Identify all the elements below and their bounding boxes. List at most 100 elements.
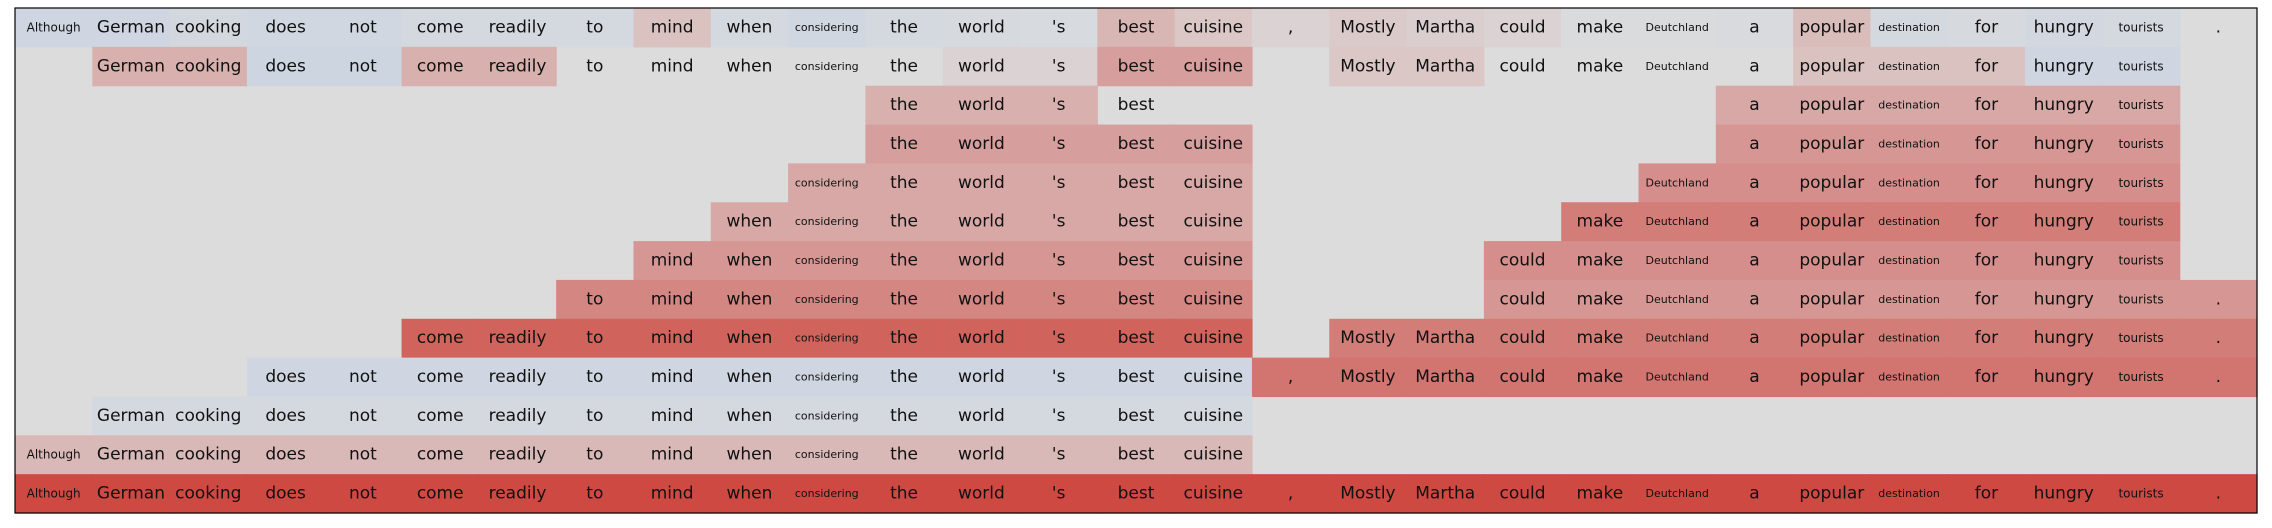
heatmap-cell [942, 396, 1021, 436]
heatmap-cell [1020, 474, 1098, 514]
heatmap-cell [15, 8, 93, 48]
heatmap-cell [1715, 279, 1794, 320]
heatmap-cell [556, 8, 635, 48]
heatmap-cell [1174, 202, 1253, 242]
heatmap-cell [710, 357, 789, 398]
heatmap-cell [556, 357, 635, 398]
token-label: make [1577, 56, 1624, 76]
heatmap-cell [1483, 357, 1562, 398]
token-label: German [97, 17, 165, 37]
heatmap-cell [1947, 163, 2026, 203]
heatmap-cell [1020, 163, 1098, 203]
token-label: considering [795, 254, 859, 267]
token-label: considering [795, 60, 859, 73]
token-label: when [726, 484, 772, 504]
heatmap-cell [1870, 46, 1949, 87]
heatmap-cell [324, 357, 403, 398]
token-label: the [890, 484, 918, 504]
heatmap-cell [865, 318, 944, 359]
heatmap-cell [2025, 202, 2103, 242]
heatmap-cell [1174, 124, 1253, 164]
heatmap-cell [1947, 279, 2026, 320]
token-label: German [97, 445, 165, 465]
heatmap-cell [556, 435, 635, 475]
heatmap-cell [865, 8, 944, 48]
token-label: when [726, 212, 772, 232]
token-label: hungry [2034, 173, 2094, 193]
heatmap-cell [92, 46, 171, 87]
heatmap-cell [92, 8, 171, 48]
heatmap-cell [324, 435, 403, 475]
heatmap-cell [1020, 124, 1098, 164]
heatmap-cell [1483, 318, 1562, 359]
token-label: world [958, 328, 1005, 348]
token-label: a [1749, 328, 1759, 348]
heatmap-cell [942, 318, 1021, 359]
token-label: , [1288, 367, 1293, 387]
heatmap-cell [478, 435, 557, 475]
heatmap-cell [1947, 357, 2026, 398]
heatmap-cell [169, 474, 248, 514]
token-label: readily [489, 484, 547, 504]
token-label: Martha [1415, 56, 1475, 76]
heatmap-cell [1638, 202, 1717, 242]
token-label: 's [1052, 17, 1066, 37]
heatmap-cell [478, 8, 557, 48]
heatmap-cell [1715, 474, 1794, 514]
heatmap-cell [1715, 163, 1794, 203]
token-label: mind [651, 484, 694, 504]
heatmap-cell [1715, 124, 1794, 164]
token-label: Deutchland [1646, 21, 1709, 34]
token-label: hungry [2034, 251, 2094, 271]
token-label: a [1749, 367, 1759, 387]
heatmap-cell [1406, 357, 1485, 398]
token-label: tourists [2118, 292, 2163, 306]
heatmap-cell [1793, 357, 1872, 398]
token-label: considering [795, 409, 859, 422]
token-label: cuisine [1183, 367, 1243, 387]
heatmap-cell [401, 474, 480, 514]
heatmap-cell [633, 435, 712, 475]
heatmap-cell [1638, 163, 1717, 203]
token-label: Deutchland [1646, 176, 1709, 189]
heatmap-cell [1174, 46, 1253, 87]
heatmap-cell [942, 474, 1021, 514]
heatmap-cell [2025, 474, 2103, 514]
heatmap-cell [92, 474, 171, 514]
token-label: Mostly [1340, 17, 1395, 37]
token-label: 's [1052, 251, 1066, 271]
heatmap-cell [1561, 241, 1640, 281]
heatmap-cell [2102, 279, 2181, 320]
token-label: could [1500, 484, 1546, 504]
heatmap-cell [710, 474, 789, 514]
token-label: destination [1878, 137, 1940, 150]
token-label: when [726, 251, 772, 271]
token-label: not [349, 406, 377, 426]
heatmap-cell [1947, 124, 2026, 164]
heatmap-cell [865, 474, 944, 514]
token-label: could [1500, 17, 1546, 37]
token-label: Deutchland [1646, 215, 1709, 228]
token-label: cooking [175, 445, 241, 465]
token-label: Deutchland [1646, 60, 1709, 73]
heatmap-cell [942, 8, 1021, 48]
token-label: popular [1799, 17, 1864, 37]
heatmap-cell [2025, 46, 2103, 87]
token-label: the [890, 445, 918, 465]
token-label: world [958, 134, 1005, 154]
token-label: Mostly [1340, 484, 1395, 504]
heatmap-cell [1329, 357, 1408, 398]
heatmap-cell [710, 202, 789, 242]
heatmap-cell [15, 474, 93, 514]
token-label: come [417, 406, 464, 426]
token-label: 's [1052, 134, 1066, 154]
token-label: mind [651, 17, 694, 37]
token-label: a [1749, 17, 1759, 37]
heatmap-cell [1329, 46, 1408, 87]
token-label: destination [1878, 60, 1940, 73]
token-label: world [958, 445, 1005, 465]
